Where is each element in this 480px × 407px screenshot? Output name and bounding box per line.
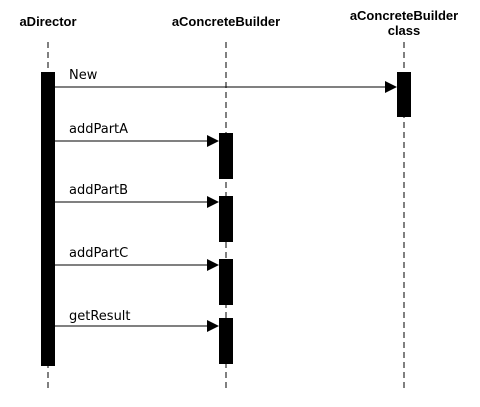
activation-builder-add-part-a [219,133,233,179]
message-add-part-a: addPartA [55,122,219,147]
message-label-new: New [69,68,98,83]
participant-label-builder: aConcreteBuilder [172,14,280,29]
message-add-part-b: addPartB [55,183,219,208]
arrowhead-add-part-b [207,196,219,208]
participant-label-builder-class-line2: class [388,23,421,38]
participant-label-builder-class: aConcreteBuilder [350,8,458,23]
activation-builder-get-result [219,318,233,364]
message-label-add-part-c: addPartC [69,246,128,261]
message-add-part-c: addPartC [55,246,219,271]
message-label-add-part-b: addPartB [69,183,128,198]
message-new: New [55,68,397,93]
message-label-add-part-a: addPartA [69,122,128,137]
arrowhead-new [385,81,397,93]
activation-builder-class [397,72,411,117]
arrowhead-add-part-a [207,135,219,147]
message-get-result: getResult [55,309,219,332]
activation-builder-add-part-c [219,259,233,305]
activation-builder-add-part-b [219,196,233,242]
activation-director [41,72,55,366]
participant-label-director: aDirector [19,14,76,29]
arrowhead-add-part-c [207,259,219,271]
message-label-get-result: getResult [69,309,131,324]
arrowhead-get-result [207,320,219,332]
